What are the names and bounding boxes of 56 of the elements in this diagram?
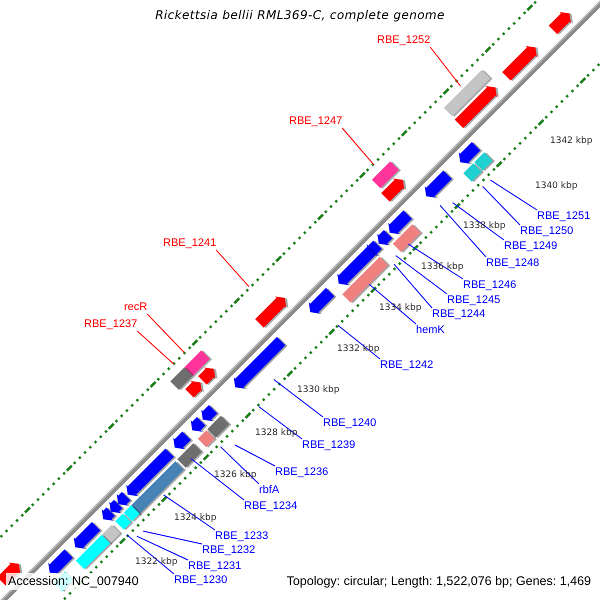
genome-summary-text: Topology: circular; Length: 1,522,076 bp; Genes: 1,469: [284, 573, 593, 590]
leader-line: [440, 204, 486, 258]
leader-line: [394, 264, 432, 308]
leader-line: [273, 379, 324, 418]
gene-label: RBE_1240: [323, 417, 376, 429]
leader-line: [136, 330, 174, 364]
title: Rickettsia bellii RML369-C, complete genome: [155, 8, 445, 22]
gene-label: RBE_1245: [447, 294, 500, 306]
gene-label: RBE_1250: [520, 225, 574, 237]
gene-label: RBE_1241: [163, 237, 216, 249]
leader-line: [146, 314, 185, 353]
leader-line: [342, 128, 374, 166]
leader-line: [142, 530, 202, 544]
tick-label: 1342 kbp: [550, 136, 592, 147]
leader-line: [126, 534, 174, 574]
gene-label: RBE_1244: [432, 308, 486, 320]
leader-line: [338, 324, 380, 360]
gene-label: RBE_1249: [504, 240, 558, 252]
tick-label: 1324 kbp: [174, 513, 216, 524]
gene-label: RBE_1242: [380, 359, 434, 371]
leader-line: [190, 458, 244, 500]
leader-line: [163, 494, 216, 530]
leader-line: [408, 244, 464, 280]
gene-label: RBE_1239: [302, 439, 356, 451]
tick-label: 1330 kbp: [297, 385, 340, 396]
gene-label: RBE_1231: [188, 560, 242, 572]
tick-label: 1322 kbp: [135, 557, 178, 568]
accession-text: Accession: NC_007940: [6, 573, 141, 590]
tick-label: 1340 kbp: [535, 181, 578, 192]
gene-label: RBE_1251: [537, 210, 590, 222]
gene-label: rbfA: [259, 484, 280, 496]
leader-line: [220, 446, 260, 484]
leader-line: [234, 444, 276, 466]
tick-label: 1336 kbp: [421, 262, 464, 273]
tick-label: 1338 kbp: [463, 221, 506, 232]
leader-line: [430, 46, 461, 87]
gene-label: RBE_1246: [463, 279, 516, 291]
leader-line: [490, 180, 538, 210]
gene-label: recR: [124, 301, 148, 313]
leader-line: [258, 406, 302, 440]
gene-label: RBE_1247: [289, 115, 342, 127]
leader-line: [136, 536, 188, 560]
leader-line: [452, 202, 504, 240]
leader-line: [395, 255, 448, 294]
leader-line: [216, 250, 250, 288]
gene-label: RBE_1230: [174, 574, 228, 586]
gene-label: RBE_1248: [486, 257, 540, 269]
gene-label: RBE_1252: [377, 34, 430, 46]
gene-label: RBE_1232: [202, 544, 256, 556]
leader-line: [482, 186, 520, 226]
gene-label: hemK: [416, 324, 445, 336]
gene-label: RBE_1234: [244, 500, 298, 512]
gene-label: RBE_1236: [275, 466, 328, 478]
leader-line: [368, 284, 416, 324]
gene-label: RBE_1237: [84, 318, 138, 330]
gene-label: RBE_1233: [215, 530, 268, 542]
